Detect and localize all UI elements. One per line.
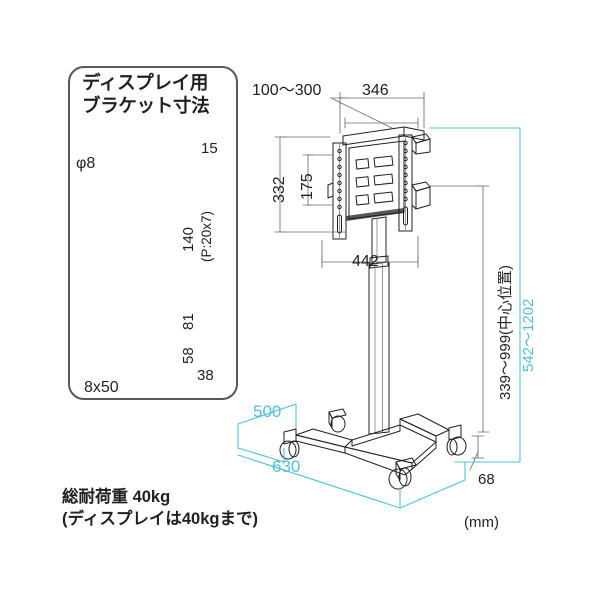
load-capacity-line1: 総耐荷重 40kg — [62, 488, 171, 506]
dimension-label-total-height-range: 542〜1202 — [520, 298, 537, 372]
load-capacity-note: 総耐荷重 40kg (ディスプレイは40kgまで) — [62, 487, 258, 531]
dimension-label-center-height-range: 339〜999(中心位置) — [497, 264, 514, 400]
bracket-title-line1: ディスプレイ用 — [82, 72, 209, 93]
bracket-detail-title: ディスプレイ用 ブラケット寸法 — [82, 72, 232, 117]
dimension-label-hole-diameter: φ8 — [76, 155, 96, 172]
dimension-label-tilt-range: 100〜300 — [252, 82, 322, 99]
dimension-label-332: 332 — [271, 176, 288, 203]
dimension-label-38: 38 — [197, 367, 214, 384]
unit-label: (mm) — [464, 514, 499, 531]
dimension-label-base-depth: 500 — [253, 402, 282, 421]
dimension-label-bracket-width: 346 — [362, 82, 389, 99]
dimension-label-81: 81 — [180, 313, 197, 330]
dimension-label-pitch-spec: (P:20x7) — [199, 210, 214, 262]
bracket-detail-panel — [68, 66, 238, 400]
bracket-title-line2: ブラケット寸法 — [82, 94, 210, 116]
dimension-label-slot-size: 8x50 — [84, 379, 119, 396]
dimension-label-base-width: 630 — [272, 457, 301, 476]
dimension-label-175: 175 — [299, 173, 316, 200]
main-dimension-lines — [274, 91, 490, 471]
main-dimension-lines-accent — [237, 127, 521, 509]
dimension-label-15: 15 — [201, 140, 218, 157]
dimension-label-58: 58 — [180, 347, 197, 364]
dimension-label-base-thickness: 68 — [478, 471, 495, 488]
dimension-label-442: 442 — [352, 253, 379, 270]
stand-assembly-drawing — [279, 126, 467, 490]
load-capacity-line2: (ディスプレイは40kgまで) — [62, 509, 258, 528]
dimension-label-140: 140 — [180, 226, 197, 252]
